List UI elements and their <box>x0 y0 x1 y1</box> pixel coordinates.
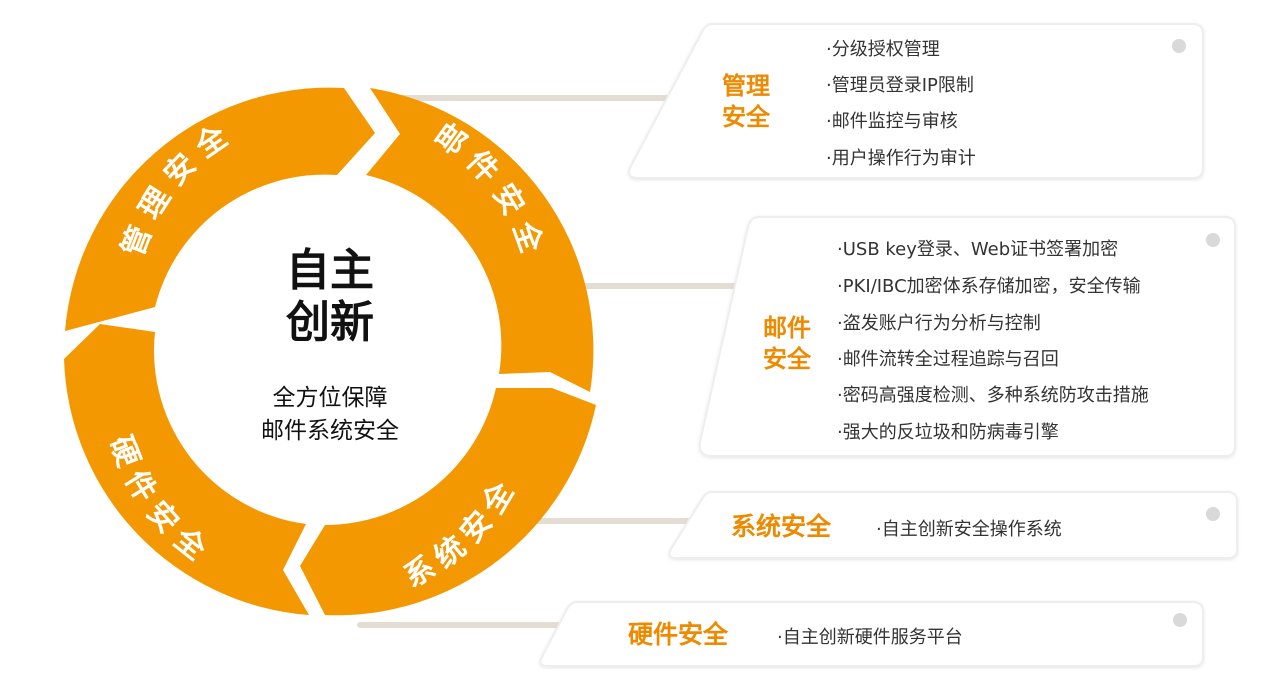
list-item: ·用户操作行为审计 <box>826 148 976 169</box>
panel-dots <box>1172 39 1220 627</box>
panel-management <box>628 23 1204 179</box>
center-subtitle-line-2: 邮件系统安全 <box>261 418 399 444</box>
ring-segment-management <box>65 87 375 331</box>
panel-dot-icon <box>1206 233 1220 247</box>
center-title-line-2: 创新 <box>286 297 374 348</box>
panel-title-line: 安全 <box>763 345 811 373</box>
panel-shapes <box>539 23 1238 667</box>
list-item: ·邮件流转全过程追踪与召回 <box>837 349 1059 370</box>
list-item: ·自主创新安全操作系统 <box>876 519 1062 540</box>
list-item: ·盗发账户行为分析与控制 <box>837 313 1041 334</box>
center-title: 自主 创新 <box>230 245 430 349</box>
panel-hardware <box>539 601 1204 667</box>
ring-segment-mail <box>366 88 594 392</box>
list-item: ·强大的反垃圾和防病毒引擎 <box>837 422 1059 443</box>
center-title-line-1: 自主 <box>286 245 374 296</box>
ring-inner-disc <box>150 170 510 530</box>
list-item: ·分级授权管理 <box>826 39 940 60</box>
list-item: ·自主创新硬件服务平台 <box>777 627 963 648</box>
panel-title-line: 邮件 <box>763 314 811 342</box>
panel-dot-icon <box>1206 507 1220 521</box>
panel-title-line: 安全 <box>722 103 770 131</box>
ring-segment-system <box>300 388 596 616</box>
list-item: ·邮件监控与审核 <box>826 111 958 132</box>
panel-title-hardware: 硬件安全 <box>628 620 729 649</box>
list-item: ·PKI/IBC加密体系存储加密，安全传输 <box>837 276 1141 297</box>
security-ring <box>64 87 596 616</box>
panel-title-line: 管理 <box>722 72 770 100</box>
panel-title-mail: 邮件 安全 <box>763 313 811 375</box>
list-item: ·USB key登录、Web证书签署加密 <box>837 239 1119 260</box>
panel-title-system: 系统安全 <box>731 512 832 541</box>
list-item: ·管理员登录IP限制 <box>826 75 974 96</box>
panel-dot-icon <box>1173 613 1187 627</box>
panel-mail <box>698 216 1236 457</box>
panel-system <box>668 491 1238 559</box>
panel-title-management: 管理 安全 <box>722 71 770 133</box>
panel-dot-icon <box>1172 39 1186 53</box>
list-item: ·密码高强度检测、多种系统防攻击措施 <box>837 385 1149 406</box>
center-subtitle: 全方位保障 邮件系统安全 <box>220 382 440 448</box>
center-subtitle-line-1: 全方位保障 <box>272 385 388 411</box>
ring-segment-hardware <box>64 324 309 615</box>
